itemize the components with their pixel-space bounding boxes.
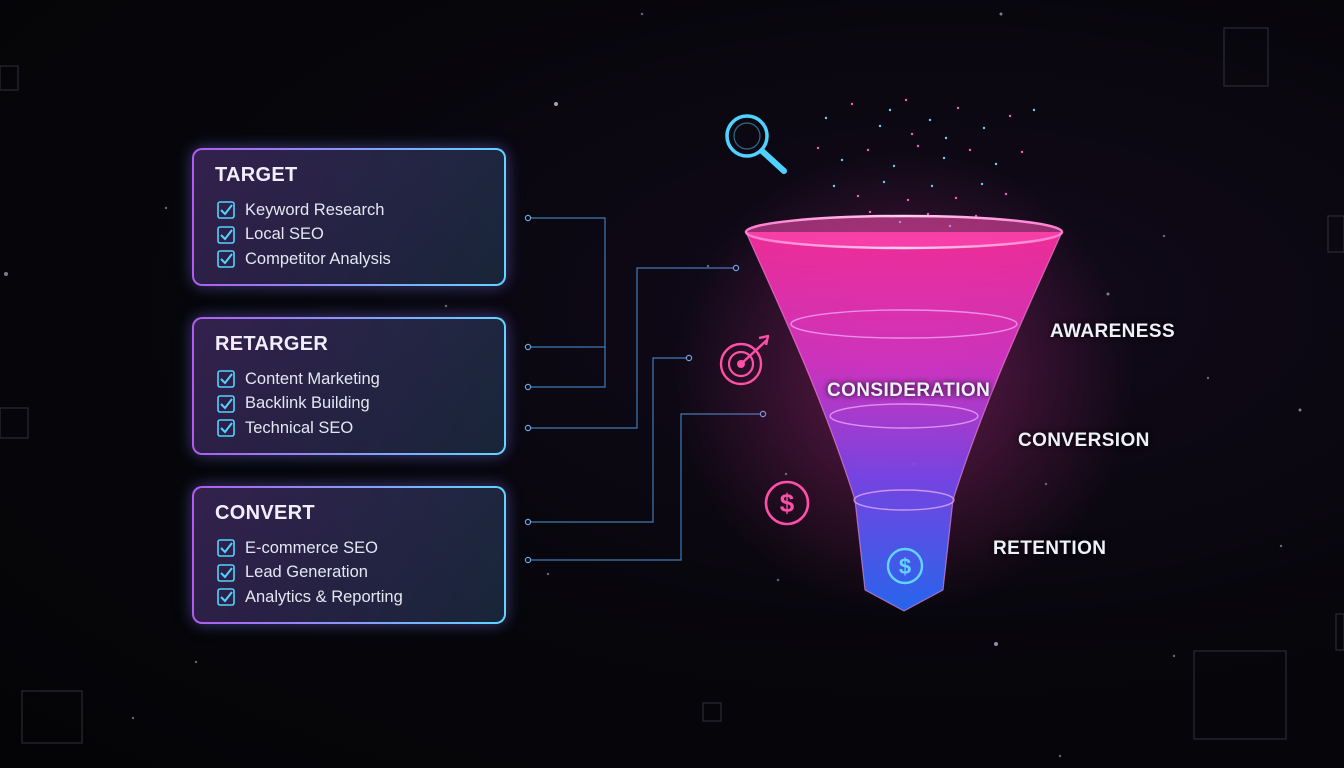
card-title: TARGET bbox=[215, 164, 298, 187]
dollar-coin-icon: $ bbox=[763, 479, 811, 527]
list-item: E-commerce SEO bbox=[217, 536, 403, 561]
svg-text:$: $ bbox=[780, 488, 795, 518]
checkbox-checked-icon bbox=[217, 564, 235, 582]
list-item: Technical SEO bbox=[217, 416, 380, 441]
checklist: E-commerce SEO Lead Generation Analytics… bbox=[217, 536, 403, 610]
checkbox-checked-icon bbox=[217, 395, 235, 413]
card-retarger: RETARGER Content Marketing Backlink Buil… bbox=[192, 317, 506, 455]
list-item: Lead Generation bbox=[217, 561, 403, 586]
item-label: Local SEO bbox=[245, 225, 324, 244]
stage-retention: RETENTION bbox=[993, 538, 1106, 560]
card-title: RETARGER bbox=[215, 333, 328, 356]
list-item: Backlink Building bbox=[217, 392, 380, 417]
stage-awareness: AWARENESS bbox=[1050, 321, 1175, 343]
checkbox-checked-icon bbox=[217, 419, 235, 437]
checklist: Keyword Research Local SEO Competitor An… bbox=[217, 198, 391, 272]
stage-conversion: CONVERSION bbox=[1018, 430, 1150, 452]
list-item: Content Marketing bbox=[217, 367, 380, 392]
magnifying-glass-icon bbox=[720, 110, 790, 176]
funnel-dollar-coin-icon: $ bbox=[885, 546, 925, 586]
svg-text:$: $ bbox=[899, 554, 911, 579]
target-icon bbox=[719, 334, 775, 388]
item-label: Technical SEO bbox=[245, 419, 353, 438]
card-target: TARGET Keyword Research Local SEO Compet… bbox=[192, 148, 506, 286]
checkbox-checked-icon bbox=[217, 201, 235, 219]
checkbox-checked-icon bbox=[217, 539, 235, 557]
item-label: Content Marketing bbox=[245, 370, 380, 389]
item-label: E-commerce SEO bbox=[245, 539, 378, 558]
item-label: Backlink Building bbox=[245, 394, 370, 413]
checkbox-checked-icon bbox=[217, 588, 235, 606]
checkbox-checked-icon bbox=[217, 370, 235, 388]
item-label: Competitor Analysis bbox=[245, 250, 391, 269]
list-item: Keyword Research bbox=[217, 198, 391, 223]
list-item: Local SEO bbox=[217, 223, 391, 248]
item-label: Analytics & Reporting bbox=[245, 588, 403, 607]
card-title: CONVERT bbox=[215, 502, 315, 525]
list-item: Analytics & Reporting bbox=[217, 585, 403, 610]
item-label: Keyword Research bbox=[245, 201, 384, 220]
card-convert: CONVERT E-commerce SEO Lead Generation A… bbox=[192, 486, 506, 624]
list-item: Competitor Analysis bbox=[217, 247, 391, 272]
checkbox-checked-icon bbox=[217, 250, 235, 268]
stage-consideration: CONSIDERATION bbox=[827, 380, 990, 402]
checklist: Content Marketing Backlink Building Tech… bbox=[217, 367, 380, 441]
checkbox-checked-icon bbox=[217, 226, 235, 244]
item-label: Lead Generation bbox=[245, 563, 368, 582]
